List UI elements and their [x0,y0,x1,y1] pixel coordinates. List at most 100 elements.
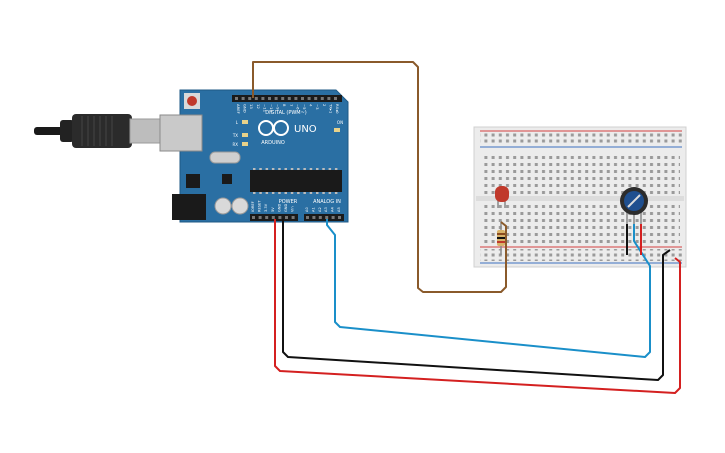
small-chip [222,174,232,184]
digital-pin-label: 2 [322,104,327,107]
mcu-leg [284,168,287,170]
mcu-leg [284,192,287,194]
mcu-leg [309,168,313,170]
mcu-leg [334,168,338,170]
digital-pin[interactable] [327,97,331,100]
analog-header [304,214,344,221]
digital-pin-label: ~11 [262,104,267,113]
power-pin[interactable] [258,216,262,219]
wire-digital-to-resistor[interactable] [252,61,507,293]
analog-pin[interactable] [318,216,322,219]
power-pin[interactable] [271,216,275,219]
digital-pin[interactable] [314,97,318,100]
digital-pin[interactable] [334,97,337,100]
digital-pin[interactable] [235,97,238,100]
bottom-rail-holes [480,249,682,261]
led-tx [242,133,248,137]
capacitor-2 [231,197,249,215]
microcontroller [250,170,342,192]
mcu-leg [253,192,256,194]
microcontroller-legs [253,168,338,194]
analog-pin[interactable] [325,216,329,219]
led-on-label: ON [337,120,343,125]
board-model: UNO [294,124,317,135]
power-pin[interactable] [291,216,295,219]
top-rail-holes [480,133,682,145]
capacitor-1 [214,197,232,215]
digital-pin[interactable] [301,97,304,100]
mcu-leg [259,168,262,170]
mcu-leg [290,192,294,194]
mcu-leg [322,192,325,194]
mcu-leg [271,192,275,194]
mcu-leg [297,192,300,194]
digital-pin[interactable] [287,97,291,100]
analog-pin[interactable] [306,216,309,219]
resistor-band-2 [497,237,505,239]
analog-pin[interactable] [331,216,335,219]
digital-header [232,95,342,102]
power-pin[interactable] [285,216,288,219]
power-pin[interactable] [252,216,255,219]
wire-gnd-to-rail[interactable] [282,219,671,381]
mcu-leg [303,168,306,170]
digital-label: DIGITAL (PWM~) [265,110,307,116]
led-on [334,128,340,132]
digital-pin[interactable] [307,97,311,100]
digital-pin[interactable] [320,97,324,100]
power-pin[interactable] [265,216,269,219]
mcu-leg [265,168,269,170]
digital-pin-label: ~3 [315,104,320,110]
usb-plug-metal [129,118,161,144]
potentiometer[interactable] [620,187,648,226]
pot-knob-indicator [627,194,641,208]
digital-pin[interactable] [254,97,258,100]
arduino-logo [258,120,289,136]
reset-button-cap[interactable] [187,96,197,106]
led-body [495,186,509,202]
digital-pin-label: GND [243,104,248,113]
red-led[interactable] [495,186,509,208]
digital-pin[interactable] [294,97,298,100]
usb-plug-body [72,114,132,148]
resistor-band-1 [497,233,505,235]
digital-pin[interactable] [274,97,278,100]
digital-pin[interactable] [268,97,271,100]
digital-pin[interactable] [241,97,245,100]
usb-cable-boot [60,120,74,142]
mcu-leg [259,192,262,194]
upper-terminal-holes [482,152,680,194]
board-brand: ARDUINO [261,140,285,146]
led-rx [242,142,248,146]
digital-pin[interactable] [261,97,265,100]
mcu-leg [334,192,338,194]
analog-pin-label: A5 [337,207,341,212]
power-pin-label: GND [284,204,288,212]
led-l-label: L [236,120,239,125]
analog-pin[interactable] [338,216,341,219]
resistor-band-3 [497,241,505,243]
analog-pin-label: A0 [305,207,309,212]
mcu-leg [322,168,325,170]
digital-pin[interactable] [281,97,285,100]
usb-port [159,114,203,152]
wires [252,61,681,394]
digital-pin-label: RX◂0 [335,104,340,114]
mcu-leg [316,168,319,170]
digital-pin-label: ~6 [295,104,300,110]
voltage-regulator [186,174,200,188]
digital-pin[interactable] [248,97,252,100]
power-pin[interactable] [278,216,282,219]
resistor[interactable] [497,222,505,255]
analog-pin[interactable] [312,216,316,219]
mcu-leg [265,192,269,194]
breadboard[interactable] [473,126,687,268]
usb-cable[interactable] [34,114,161,148]
led-tx-label: TX [232,133,238,138]
digital-pin-label: 4 [309,104,314,107]
center-channel [476,196,684,201]
mcu-leg [309,192,313,194]
wire-5v-to-rail[interactable] [274,219,681,394]
